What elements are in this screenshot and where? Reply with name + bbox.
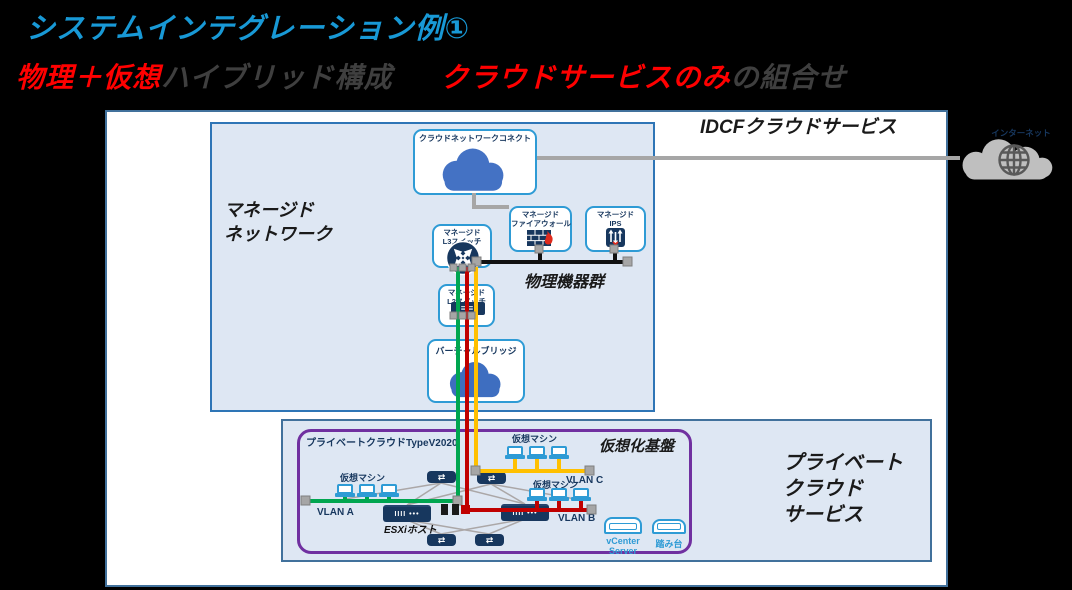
vlan-b-label: VLAN B xyxy=(558,513,596,524)
virtualization-platform-label: 仮想化基盤 xyxy=(599,438,675,455)
vm-icon xyxy=(527,446,547,459)
ips-icon xyxy=(606,228,625,247)
virtual-bridge-label: バーチャルブリッジ xyxy=(435,346,517,356)
subtitle-seg-combination: の組合せ xyxy=(730,62,847,93)
esxi-host-icon: IIII ••• xyxy=(501,504,549,521)
private-cloud-service-label: プライベート クラウド サービス xyxy=(783,452,903,526)
bastion-server-icon xyxy=(652,519,686,534)
page-subtitle: 物理＋仮想ハイブリッド構成 クラウドサービスのみの組合せ xyxy=(16,56,847,96)
subtitle-seg-hybrid: ハイブリッド構成 xyxy=(161,62,393,93)
esxi-host-label: ESXiホスト xyxy=(384,525,437,536)
vm-icon xyxy=(549,488,569,501)
vm-icon xyxy=(379,484,399,497)
firewall-icon xyxy=(527,230,553,246)
typev2020-label: プライベートクラウドTypeV2020 xyxy=(306,438,458,449)
vswitch-icon: ⇄ xyxy=(475,534,504,546)
vswitch-icon: ⇄ xyxy=(427,534,456,546)
l3-switch-icon xyxy=(445,240,481,276)
vlan-c-label: VLAN C xyxy=(566,475,604,486)
vlan-a-label: VLAN A xyxy=(317,507,354,518)
page-title: システムインテグレーション例① xyxy=(26,13,471,45)
subtitle-seg-cloud-only: クラウドサービスのみ xyxy=(440,62,731,93)
vm-icon xyxy=(335,484,355,497)
globe-icon xyxy=(998,144,1030,176)
vcenter-server-icon xyxy=(604,517,642,534)
internet-label: インターネット xyxy=(991,128,1051,138)
l2-switch-icon: ≡≡ xyxy=(451,302,485,315)
vm-icon xyxy=(571,488,591,501)
vswitch-icon: ⇄ xyxy=(477,472,506,484)
cloud-icon xyxy=(442,148,504,191)
cloud-network-connect-label: クラウドネットワークコネクト xyxy=(419,134,531,143)
vm-group-a-label: 仮想マシン xyxy=(340,473,386,483)
vm-icon xyxy=(505,446,525,459)
esxi-host-icon: IIII ••• xyxy=(383,505,431,522)
bastion-label: 踏み台 xyxy=(655,539,683,549)
vm-icon xyxy=(357,484,377,497)
managed-ips-label: マネージド IPS xyxy=(596,210,635,228)
managed-network-label: マネージド ネットワーク xyxy=(224,200,332,245)
vm-icon xyxy=(527,488,547,501)
vm-group-c-label: 仮想マシン xyxy=(512,434,558,444)
cloud-icon xyxy=(449,361,501,398)
idcf-cloud-service-label: IDCFクラウドサービス xyxy=(700,117,897,138)
vswitch-icon: ⇄ xyxy=(427,471,456,483)
vm-icon xyxy=(549,446,569,459)
subtitle-seg-physical-virtual: 物理＋仮想 xyxy=(16,62,162,93)
vcenter-server-label: vCenter Server xyxy=(606,536,640,557)
physical-devices-label: 物理機器群 xyxy=(524,274,605,291)
managed-firewall-label: マネージド ファイアウォール xyxy=(511,210,571,228)
